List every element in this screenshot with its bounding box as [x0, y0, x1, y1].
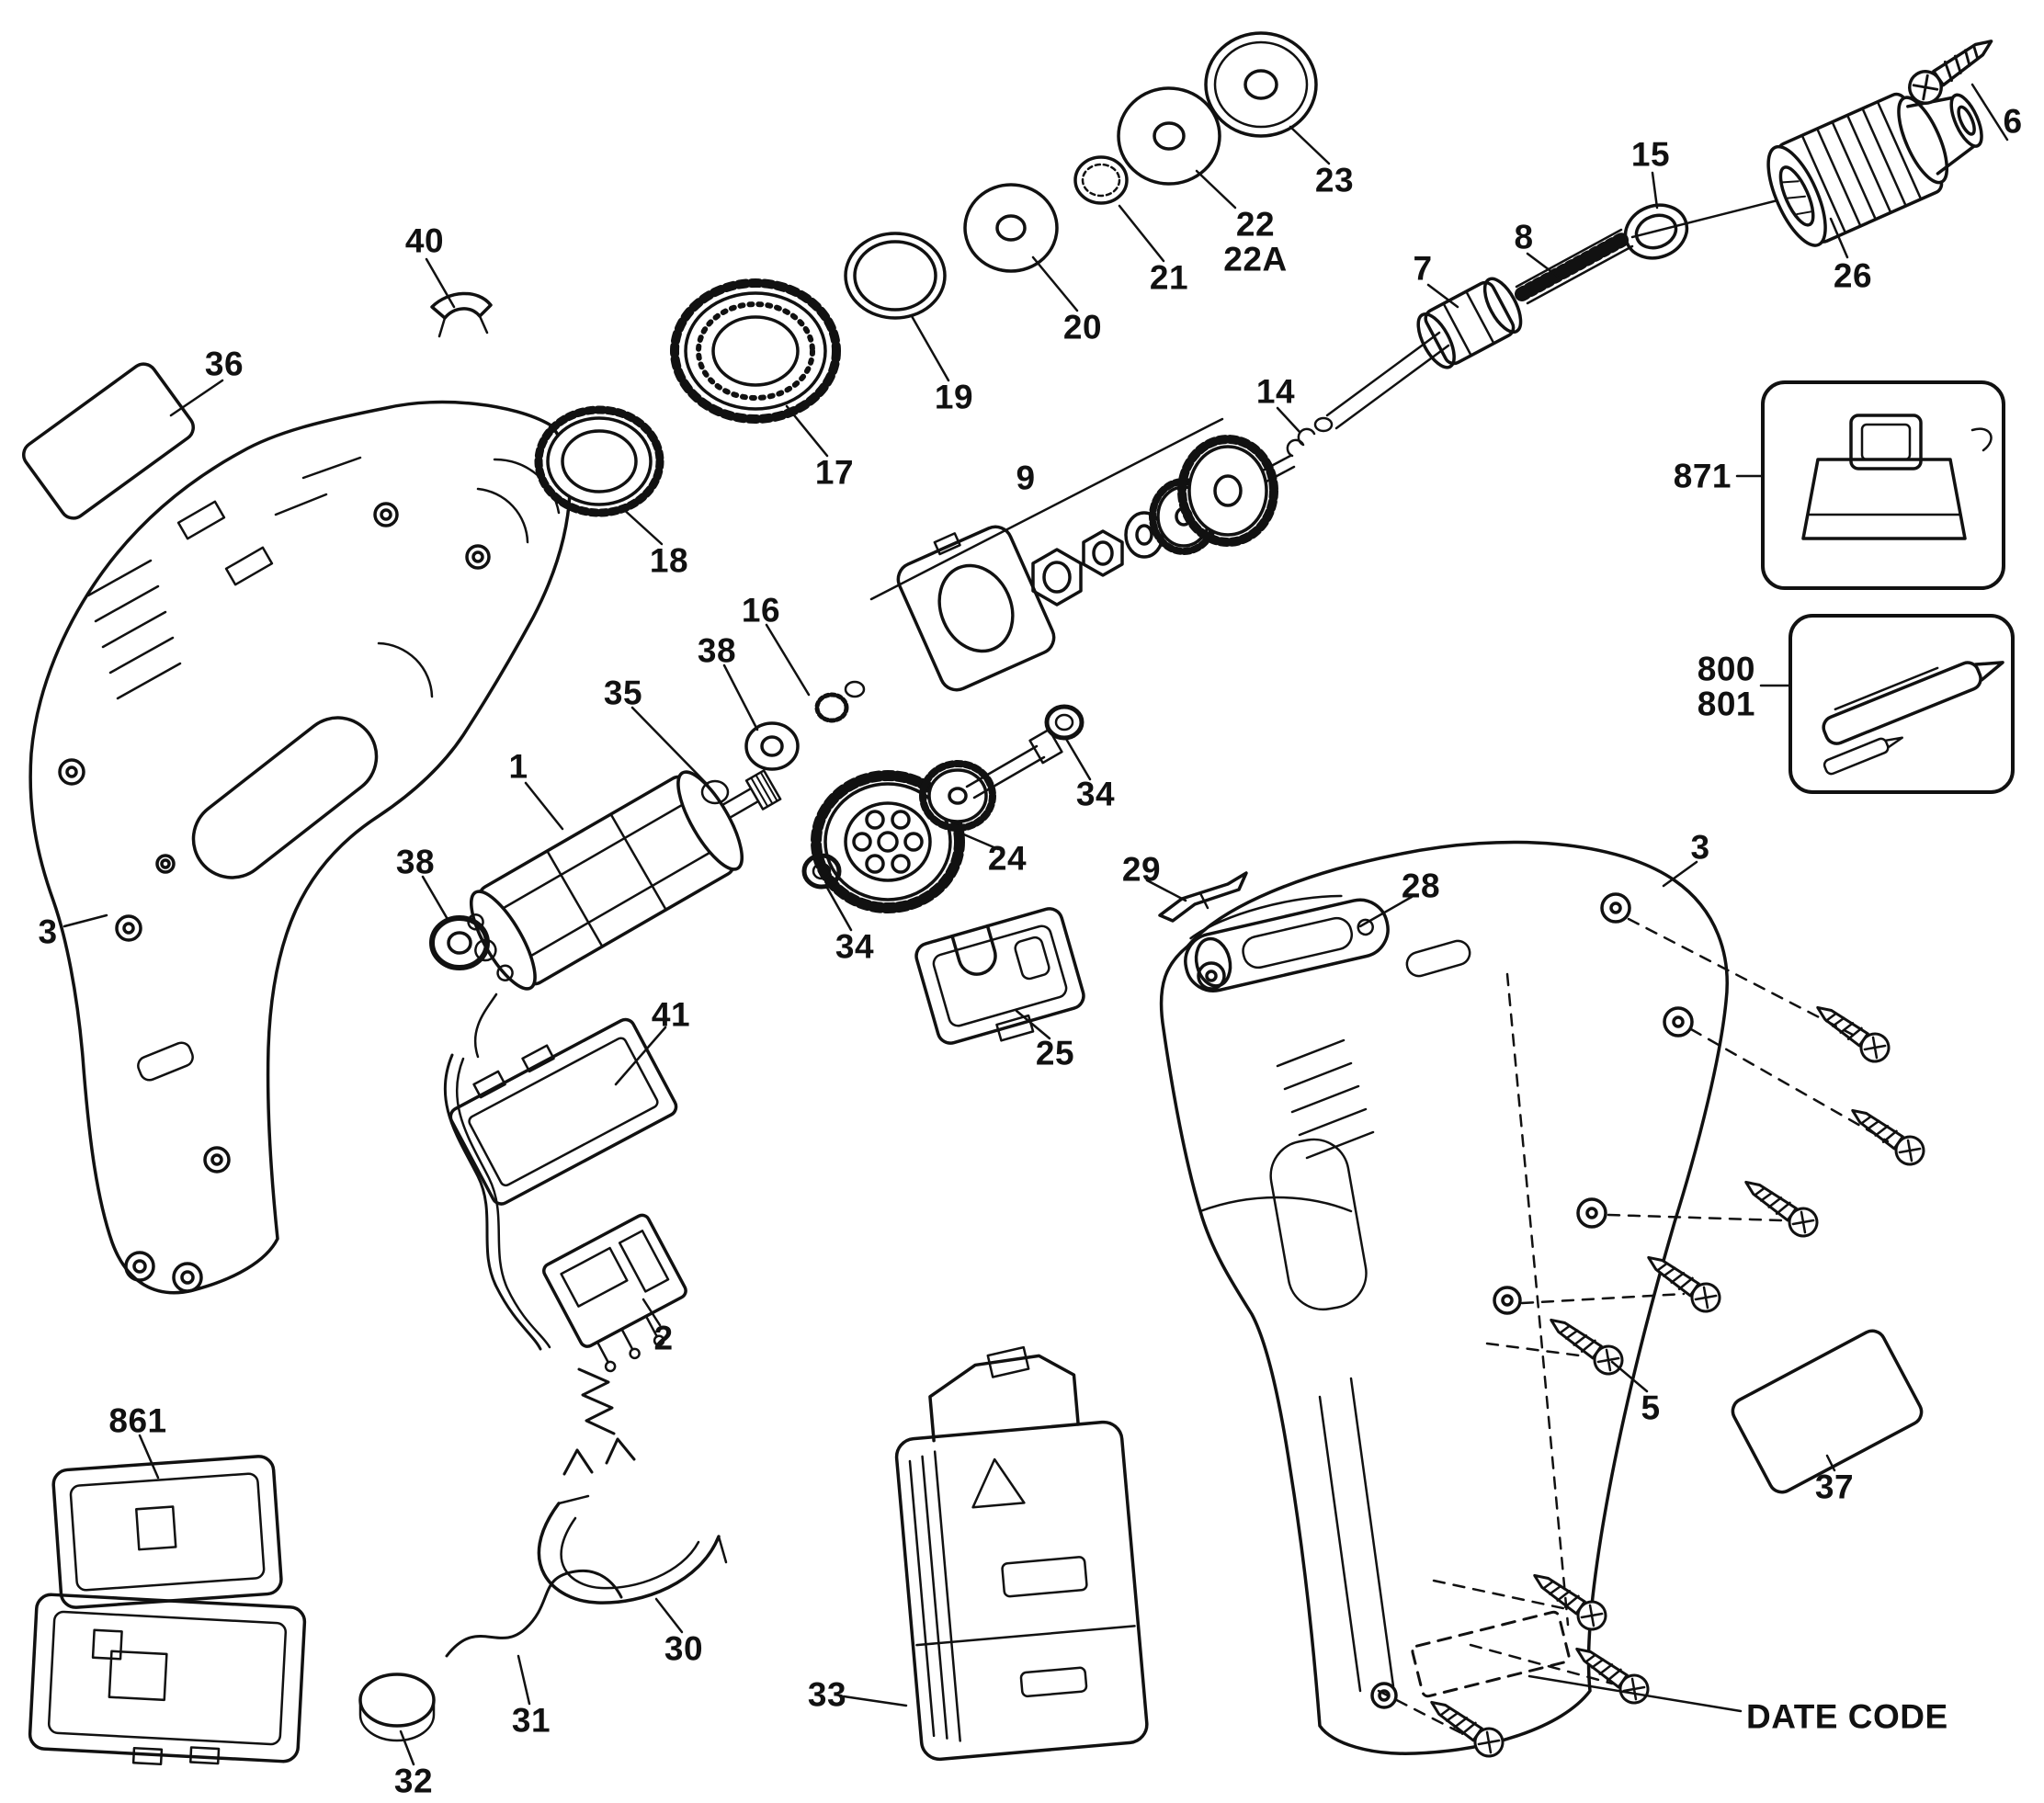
- part-spring-14: [1286, 416, 1334, 458]
- part-switch-2: [542, 1213, 687, 1476]
- part-left-housing: [28, 400, 572, 1295]
- part-wire-31: [445, 1569, 623, 1658]
- part-chuck-26: [1766, 92, 1983, 247]
- part-clutch-cup-17: [670, 278, 841, 424]
- leader-lines: [62, 83, 2009, 1766]
- part-ring-15: [1623, 203, 1689, 260]
- part-motor-1: [467, 769, 782, 991]
- part-charger-871: [1761, 380, 2005, 590]
- part-switch-module-41: [443, 992, 678, 1351]
- part-washer-35: [700, 779, 730, 805]
- part-gear-cluster-24: [811, 728, 1063, 913]
- assembly-lines: [1377, 917, 1890, 1739]
- part-clip-40: [430, 291, 493, 338]
- part-ring-19: [844, 232, 947, 320]
- part-bit-29: [1158, 871, 1248, 923]
- part-gear-train: [869, 417, 1296, 692]
- part-spindle-8: [1515, 195, 1794, 305]
- part-clip-30: [537, 1494, 728, 1605]
- part-washer-23: [1204, 31, 1318, 138]
- part-label-36: [22, 362, 195, 520]
- part-screws-5: [1422, 994, 1931, 1763]
- part-battery-33: [894, 1345, 1149, 1762]
- part-kit-box-861: [28, 1455, 307, 1766]
- part-label-37: [1731, 1329, 1924, 1494]
- part-right-housing: [1159, 840, 1729, 1755]
- part-ring-21: [1073, 155, 1129, 205]
- part-accessory-800-801: [1788, 614, 2015, 794]
- date-code-area: [1411, 1610, 1571, 1698]
- part-bearing-34-upper: [1044, 704, 1084, 741]
- part-washer-38-rear: [429, 915, 490, 970]
- part-collar-7: [1325, 277, 1523, 430]
- part-button-32: [358, 1673, 436, 1742]
- part-toothed-ring-18: [534, 405, 664, 517]
- part-sun-gear-16: [814, 680, 866, 723]
- part-washer-22: [1117, 86, 1221, 186]
- part-washer-20: [963, 183, 1059, 273]
- part-bearing-34-lower: [801, 853, 842, 890]
- part-carrier-25: [914, 907, 1085, 1045]
- part-washer-38-front: [744, 721, 800, 771]
